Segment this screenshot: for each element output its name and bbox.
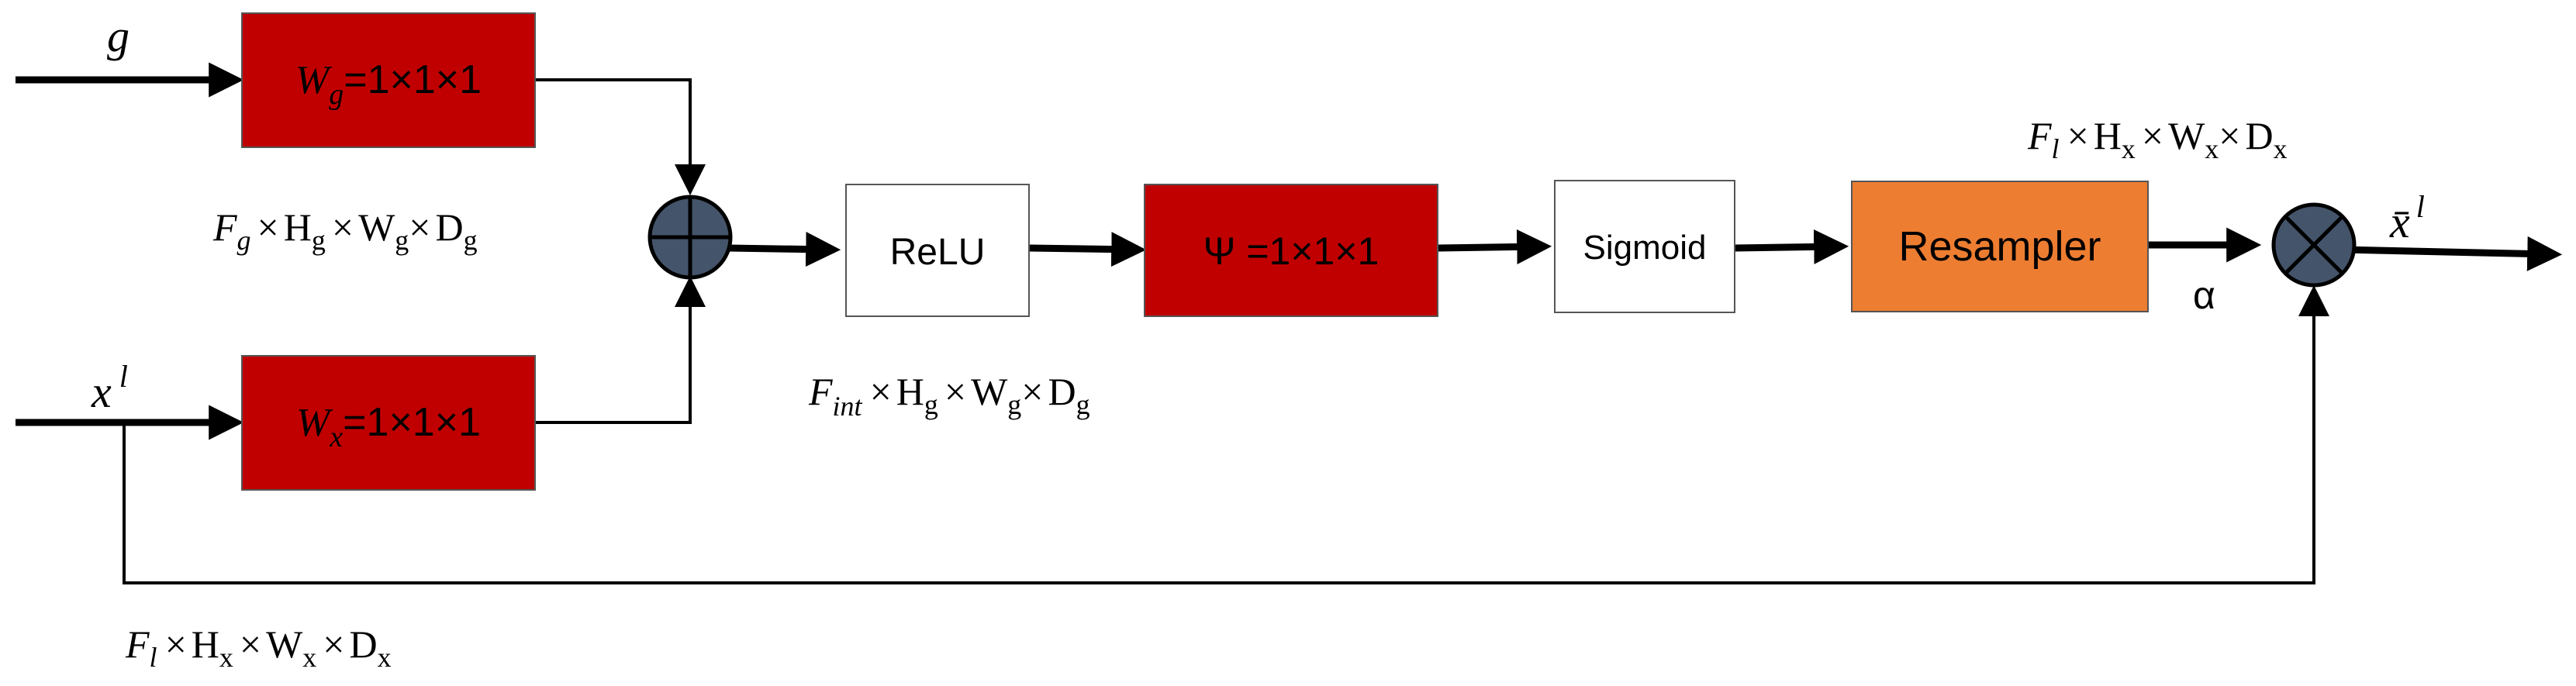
output-base: x̄	[2389, 197, 2410, 247]
sigmoid-block: Sigmoid	[1554, 180, 1735, 313]
wx-sub: x	[329, 421, 343, 453]
dim-int-label: Fint×Hg×Wg×Dg	[808, 370, 1090, 422]
dim-l-top-label: Fl×Hx×Wx×Dx	[2027, 114, 2288, 164]
resampler-label: Resampler	[1898, 223, 2101, 270]
psi-block: Ψ =1×1×1	[1144, 184, 1438, 317]
psi-label: Ψ =1×1×1	[1203, 229, 1380, 273]
dim-l-bottom-label: Fl×Hx×Wx×Dx	[125, 622, 392, 673]
input-g-label: g	[107, 11, 129, 61]
output-sup: l	[2416, 189, 2425, 224]
input-x-sup: l	[119, 359, 128, 394]
svg-text:Wx=1×1×1: Wx=1×1×1	[296, 400, 481, 453]
multiply-operator	[2271, 202, 2357, 288]
wg-block: Wg=1×1×1	[241, 12, 536, 148]
sigmoid-label: Sigmoid	[1583, 229, 1707, 267]
wg-base: W	[295, 58, 333, 102]
alpha-label: α	[2193, 274, 2215, 317]
wx-base: W	[296, 401, 333, 445]
dim-g-label: Fg×Hg×Wg×Dg	[212, 205, 478, 256]
arrow-sigmoid-to-resampler	[1734, 229, 1849, 264]
arrow-add-to-relu	[728, 232, 841, 267]
times-icon-b	[2284, 215, 2344, 275]
wg-rest: =1×1×1	[344, 57, 482, 102]
input-x-base: x	[91, 367, 112, 417]
wx-rest: =1×1×1	[343, 400, 481, 445]
line-wg-to-add	[535, 78, 706, 195]
arrow-psi-to-sigmoid	[1438, 229, 1552, 264]
arrow-relu-to-psi	[1029, 232, 1147, 267]
line-wx-to-add	[535, 276, 706, 424]
wg-sub: g	[329, 78, 344, 111]
output-label: x̄l	[2389, 189, 2425, 247]
add-operator	[647, 195, 733, 280]
arrow-output	[2341, 236, 2563, 271]
relu-label: ReLU	[890, 232, 986, 273]
line-skip-connection	[123, 285, 2329, 584]
wx-block: Wx=1×1×1	[241, 355, 536, 491]
svg-text:Wg=1×1×1: Wg=1×1×1	[295, 57, 482, 111]
relu-block: ReLU	[845, 184, 1030, 317]
resampler-block: Resampler	[1851, 181, 2149, 312]
connectors	[16, 62, 2563, 584]
